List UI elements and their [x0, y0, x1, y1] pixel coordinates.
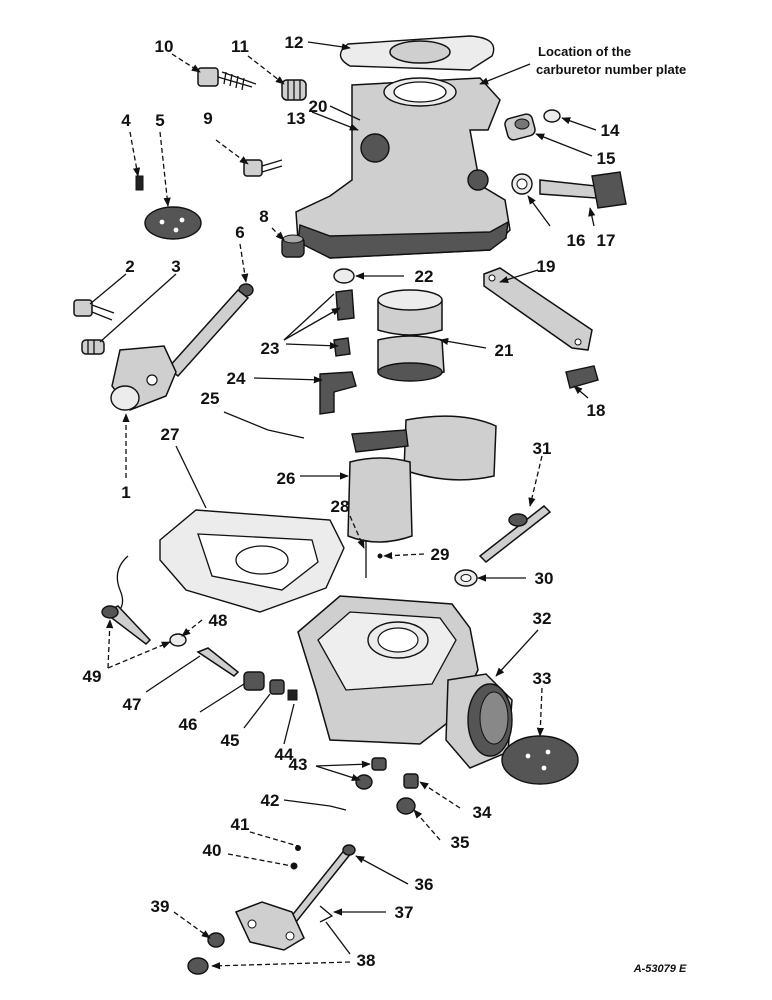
callout-20: 20 [309, 97, 328, 116]
part-2-3-screw-spring [73, 299, 115, 355]
callout-30: 30 [535, 569, 554, 588]
callout-4: 4 [121, 111, 131, 130]
callout-numbers: 10 11 12 20 13 9 4 5 8 6 2 3 1 14 15 16 … [83, 33, 620, 970]
part-47-idle-needle [196, 647, 240, 677]
part-16-17-fitting [511, 171, 627, 209]
callout-18: 18 [587, 401, 606, 420]
part-44-45-46-jets [243, 671, 298, 701]
note-line-2: carburetor number plate [536, 62, 686, 77]
callout-15: 15 [597, 149, 616, 168]
part-36-37-throttle-lever [234, 844, 356, 951]
callout-22: 22 [415, 267, 434, 286]
callout-49: 49 [83, 667, 102, 686]
part-9-screw [243, 159, 283, 177]
callout-2: 2 [125, 257, 134, 276]
callout-31: 31 [533, 439, 552, 458]
part-38-39-screws [187, 932, 225, 975]
part-25-pin [267, 429, 305, 439]
callout-39: 39 [151, 897, 170, 916]
callout-14: 14 [601, 121, 620, 140]
part-12-gasket [339, 35, 495, 71]
part-1-throttle-shaft [110, 288, 250, 411]
part-18-clip [565, 365, 599, 389]
part-49-needle-valve [101, 555, 187, 647]
callout-13: 13 [287, 109, 306, 128]
part-14-washer [543, 109, 561, 123]
callout-16: 16 [567, 231, 586, 250]
callout-42: 42 [261, 791, 280, 810]
part-21-venturi [377, 289, 445, 382]
callout-47: 47 [123, 695, 142, 714]
callout-46: 46 [179, 715, 198, 734]
callout-26: 26 [277, 469, 296, 488]
callout-8: 8 [259, 207, 268, 226]
callout-45: 45 [221, 731, 240, 750]
callout-43: 43 [289, 755, 308, 774]
callout-25: 25 [201, 389, 220, 408]
part-8-bushing [281, 234, 305, 258]
part-33-choke-plate [501, 735, 579, 785]
callout-9: 9 [203, 109, 212, 128]
part-22-23-jet [333, 268, 355, 357]
part-11-spring [281, 79, 307, 101]
part-4-5-plate [135, 175, 202, 240]
callout-17: 17 [597, 231, 616, 250]
callout-41: 41 [231, 815, 250, 834]
callout-24: 24 [227, 369, 246, 388]
callout-38: 38 [357, 951, 376, 970]
part-40-41-42-small [290, 805, 347, 870]
callout-5: 5 [155, 111, 164, 130]
callout-37: 37 [395, 903, 414, 922]
callout-33: 33 [533, 669, 552, 688]
part-26-float [347, 415, 497, 543]
part-24-bracket [319, 371, 357, 415]
callout-6: 6 [235, 223, 244, 242]
part-30-31-shaft [454, 505, 552, 587]
callout-11: 11 [231, 37, 249, 56]
part-27-gasket [159, 509, 345, 613]
leader-lines [89, 41, 597, 970]
part-10-screw [197, 67, 257, 91]
note-line-1: Location of the [538, 44, 631, 59]
part-15-bushing [504, 113, 536, 141]
callout-1: 1 [121, 483, 130, 502]
callout-32: 32 [533, 609, 552, 628]
callout-36: 36 [415, 875, 434, 894]
part-13-throttle-body [295, 77, 511, 259]
callout-28: 28 [331, 497, 350, 516]
drawing-reference: A-53079 E [633, 963, 687, 975]
callout-12: 12 [285, 33, 304, 52]
part-32-float-bowl [297, 595, 513, 769]
callout-27: 27 [161, 425, 180, 444]
part-28-29-needle [365, 540, 383, 578]
callout-3: 3 [171, 257, 180, 276]
part-34-35-43-plugs [355, 757, 419, 815]
callout-40: 40 [203, 841, 222, 860]
callout-34: 34 [473, 803, 492, 822]
callout-35: 35 [451, 833, 470, 852]
callout-44: 44 [275, 745, 294, 764]
callout-10: 10 [155, 37, 174, 56]
callout-29: 29 [431, 545, 450, 564]
callout-19: 19 [537, 257, 556, 276]
callout-21: 21 [495, 341, 514, 360]
callout-48: 48 [209, 611, 228, 630]
part-19-lever [483, 267, 593, 351]
callout-23: 23 [261, 339, 280, 358]
